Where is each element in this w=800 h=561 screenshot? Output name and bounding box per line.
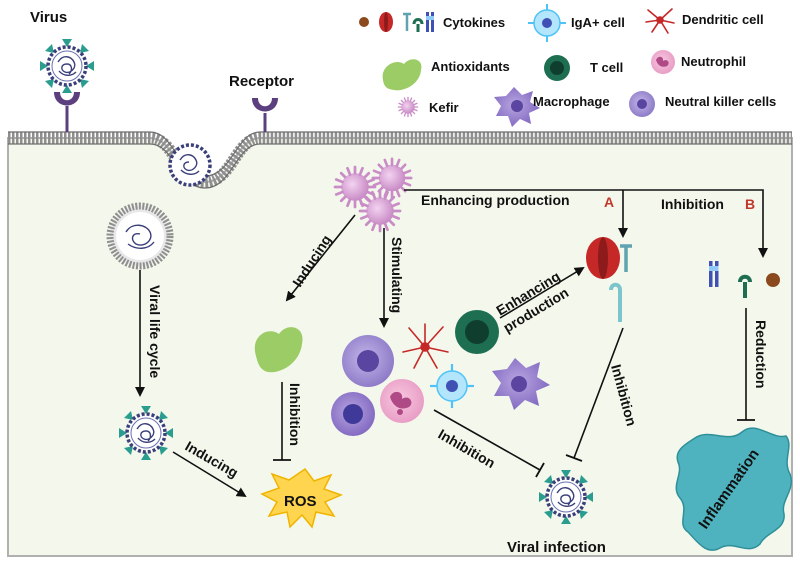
receptor-icon	[252, 98, 278, 132]
inhibition-cytokine-line	[573, 327, 624, 459]
enhancing-inhibition-line	[404, 189, 768, 258]
inflammation-blob	[675, 427, 793, 551]
legend: Cytokines IgA+ cell Dendritic cell Antio…	[359, 4, 776, 127]
reduction-label: Reduction	[753, 320, 769, 388]
legend-t-cell: T cell	[590, 60, 623, 75]
nk-cell-icon	[629, 91, 655, 117]
viral-life-cycle-label: Viral life cycle	[147, 285, 163, 378]
ros-burst	[260, 467, 344, 529]
dendritic-cell-icon	[645, 8, 675, 34]
antioxidant-legend-icon	[382, 59, 422, 91]
legend-dendritic-cell: Dendritic cell	[682, 12, 764, 27]
cell-membrane	[8, 132, 792, 189]
macrophage	[492, 358, 550, 410]
legend-cytokines: Cytokines	[443, 15, 505, 30]
cytokine-cluster	[586, 237, 632, 322]
ros-label: ROS	[284, 493, 317, 510]
t-cell	[455, 310, 499, 354]
iga-cell	[430, 364, 474, 408]
inhibition-cells-line	[433, 409, 541, 471]
endocytosed-virus-icon	[168, 143, 212, 187]
inhibition-ros-label: Inhibition	[287, 383, 303, 446]
macrophage-icon	[494, 87, 540, 127]
kefir-legend-icon	[397, 96, 419, 118]
neutrophil-icon	[651, 50, 675, 74]
dendritic-cell	[402, 323, 449, 369]
neutrophil	[380, 379, 424, 423]
legend-neutrophil: Neutrophil	[681, 54, 746, 69]
enhancing-cytokine-arrow	[499, 266, 585, 319]
legend-nk-cells: Neutral killer cells	[665, 94, 776, 109]
receptor-label: Receptor	[229, 73, 294, 90]
antioxidant-icon	[254, 327, 303, 373]
t-cell-icon	[544, 55, 570, 81]
legend-kefir: Kefir	[429, 100, 459, 115]
receptor-with-virus	[54, 92, 80, 132]
legend-antioxidants: Antioxidants	[431, 59, 510, 74]
marker-b: B	[745, 196, 755, 212]
virus-icon	[38, 37, 96, 95]
endosome-icon	[106, 202, 174, 270]
inducing-ros-arrow	[172, 451, 247, 498]
viral-infection-label: Viral infection	[507, 539, 606, 556]
enhancing-top-label: Enhancing production	[421, 192, 570, 208]
immune-cell-cluster	[331, 310, 550, 436]
virus-label: Virus	[30, 9, 67, 26]
inducing-antioxidant-arrow	[285, 214, 356, 302]
iga-cell-icon	[528, 4, 566, 42]
inflammatory-cytokines	[709, 261, 780, 298]
inhibition-top-label: Inhibition	[661, 196, 724, 212]
cytokines-legend-icons	[359, 12, 434, 32]
stimulating-label: Stimulating	[389, 237, 405, 313]
legend-macrophage: Macrophage	[533, 94, 610, 109]
marker-a: A	[604, 194, 614, 210]
legend-iga-cell: IgA+ cell	[571, 15, 625, 30]
